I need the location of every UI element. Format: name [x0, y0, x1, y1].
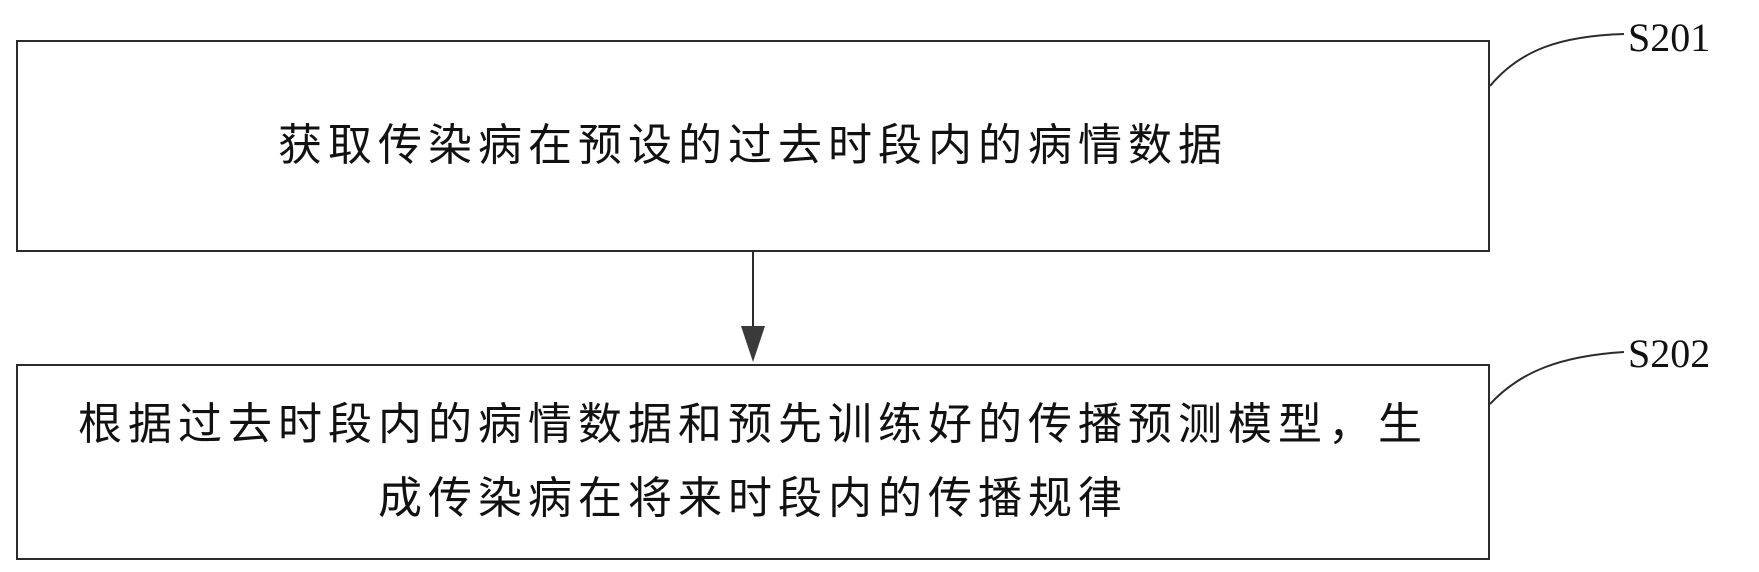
- step-callout-line-s202: [1489, 351, 1625, 405]
- step-label-s202: S202: [1628, 331, 1711, 376]
- step-text-s202: 根据过去时段内的病情数据和预先训练好的传播预测模型，生成传染病在将来时段内的传播…: [78, 399, 1428, 524]
- flow-arrow-head: [741, 326, 765, 362]
- step-text-s201: 获取传染病在预设的过去时段内的病情数据: [278, 120, 1228, 171]
- step-callout-line-s201: [1489, 33, 1625, 87]
- step-box-s201: 获取传染病在预设的过去时段内的病情数据: [16, 40, 1490, 252]
- step-box-s202: 根据过去时段内的病情数据和预先训练好的传播预测模型，生成传染病在将来时段内的传播…: [16, 364, 1490, 560]
- step-label-s201: S201: [1628, 15, 1711, 60]
